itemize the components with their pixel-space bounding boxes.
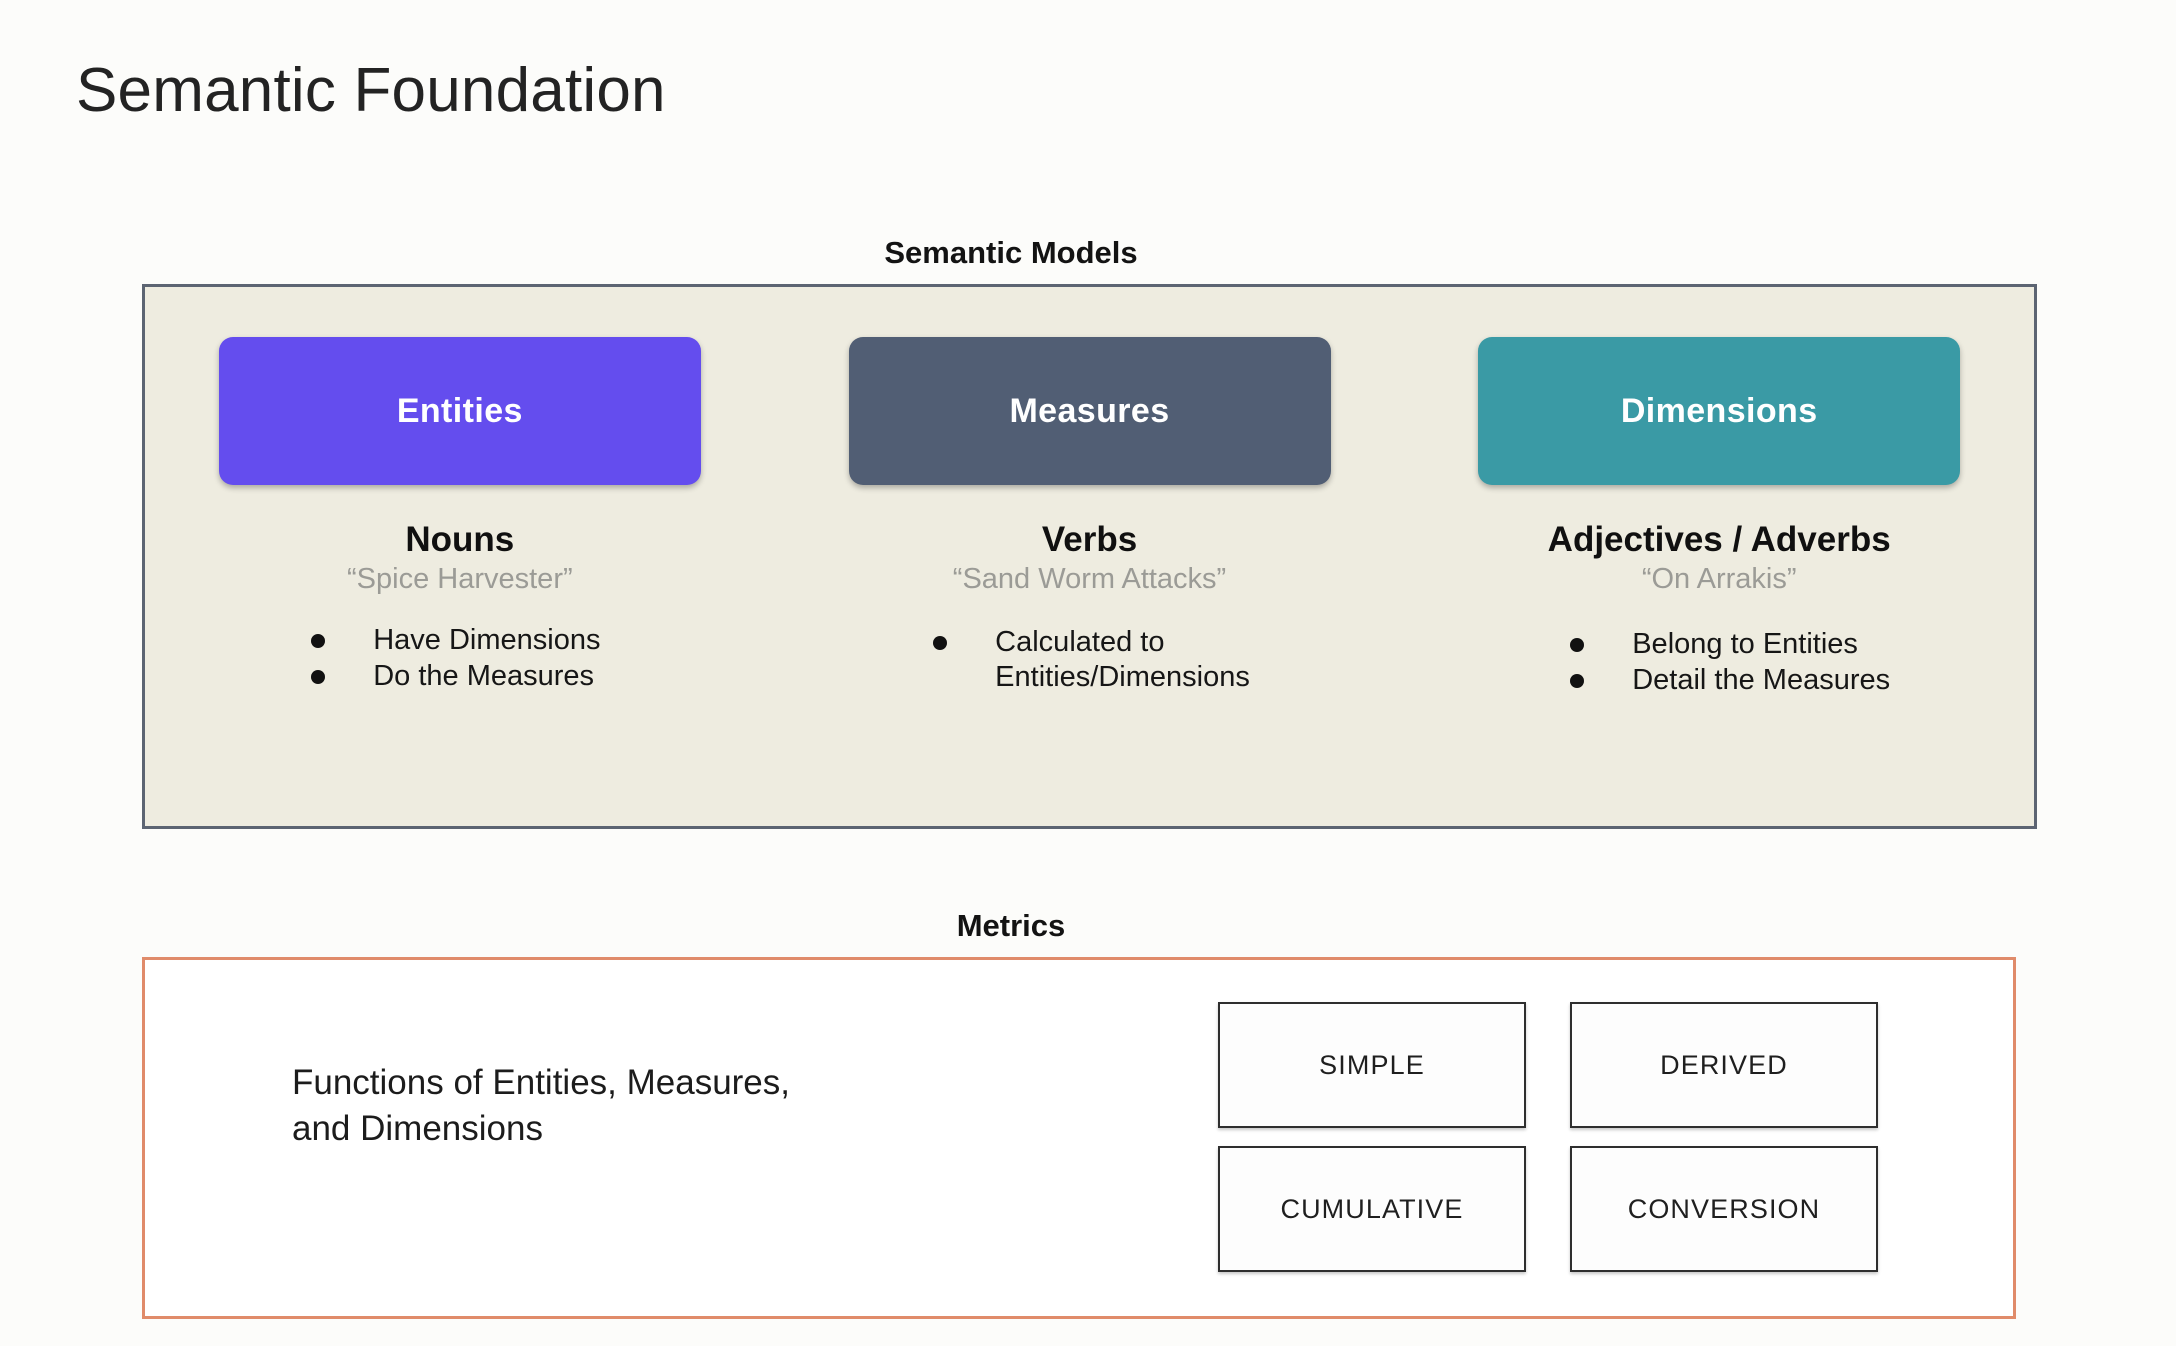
dimensions-card[interactable]: Dimensions: [1478, 337, 1961, 485]
bullet-dot-icon: [311, 634, 326, 649]
bullet-dot-icon: [933, 636, 948, 651]
list-item: Belong to Entities: [1570, 627, 1890, 661]
metric-type-conversion[interactable]: CONVERSION: [1570, 1146, 1878, 1272]
metrics-panel: Functions of Entities, Measures, and Dim…: [142, 957, 2016, 1319]
metrics-heading: Metrics: [956, 908, 1066, 943]
dimensions-part-of-speech: Adjectives / Adverbs: [1547, 520, 1891, 559]
measures-bullet-list: Calculated to Entities/Dimensions: [933, 625, 1250, 694]
semantic-models-columns: Entities Nouns “Spice Harvester” Have Di…: [145, 287, 2034, 826]
measures-card[interactable]: Measures: [848, 337, 1331, 485]
entities-card[interactable]: Entities: [218, 337, 701, 485]
dimensions-bullet-text: Detail the Measures: [1632, 663, 1891, 696]
semantic-model-column-measures: Measures Verbs “Sand Worm Attacks” Calcu…: [775, 287, 1405, 826]
entities-bullet-text: Have Dimensions: [373, 624, 601, 657]
list-item: Detail the Measures: [1570, 663, 1890, 697]
metric-type-cumulative[interactable]: CUMULATIVE: [1218, 1146, 1526, 1272]
page-title: Semantic Foundation: [76, 56, 666, 125]
metric-type-simple[interactable]: SIMPLE: [1218, 1002, 1526, 1128]
entities-example: “Spice Harvester”: [347, 562, 573, 595]
entities-bullet-text: Do the Measures: [373, 659, 595, 692]
bullet-dot-icon: [311, 669, 326, 684]
entities-bullet-list: Have Dimensions Do the Measures: [311, 623, 600, 693]
entities-part-of-speech: Nouns: [405, 520, 515, 559]
dimensions-bullet-text: Belong to Entities: [1632, 628, 1858, 661]
semantic-models-panel: Entities Nouns “Spice Harvester” Have Di…: [142, 284, 2037, 829]
metric-type-derived[interactable]: DERIVED: [1570, 1002, 1878, 1128]
bullet-dot-icon: [1570, 638, 1585, 653]
list-item: Calculated to Entities/Dimensions: [933, 625, 1250, 693]
measures-example: “Sand Worm Attacks”: [952, 562, 1227, 595]
semantic-model-column-entities: Entities Nouns “Spice Harvester” Have Di…: [145, 287, 775, 826]
list-item: Have Dimensions: [311, 623, 600, 657]
measures-part-of-speech: Verbs: [1041, 520, 1138, 559]
list-item: Do the Measures: [311, 659, 600, 693]
dimensions-example: “On Arrakis”: [1641, 562, 1797, 595]
metrics-type-grid: SIMPLE DERIVED CUMULATIVE CONVERSION: [1218, 1002, 1878, 1272]
measures-bullet-text: Calculated to Entities/Dimensions: [995, 626, 1250, 693]
semantic-model-column-dimensions: Dimensions Adjectives / Adverbs “On Arra…: [1404, 287, 2034, 826]
dimensions-bullet-list: Belong to Entities Detail the Measures: [1570, 627, 1890, 697]
metrics-description: Functions of Entities, Measures, and Dim…: [292, 1063, 790, 1148]
bullet-dot-icon: [1570, 673, 1585, 688]
semantic-models-heading: Semantic Models: [884, 235, 1138, 270]
